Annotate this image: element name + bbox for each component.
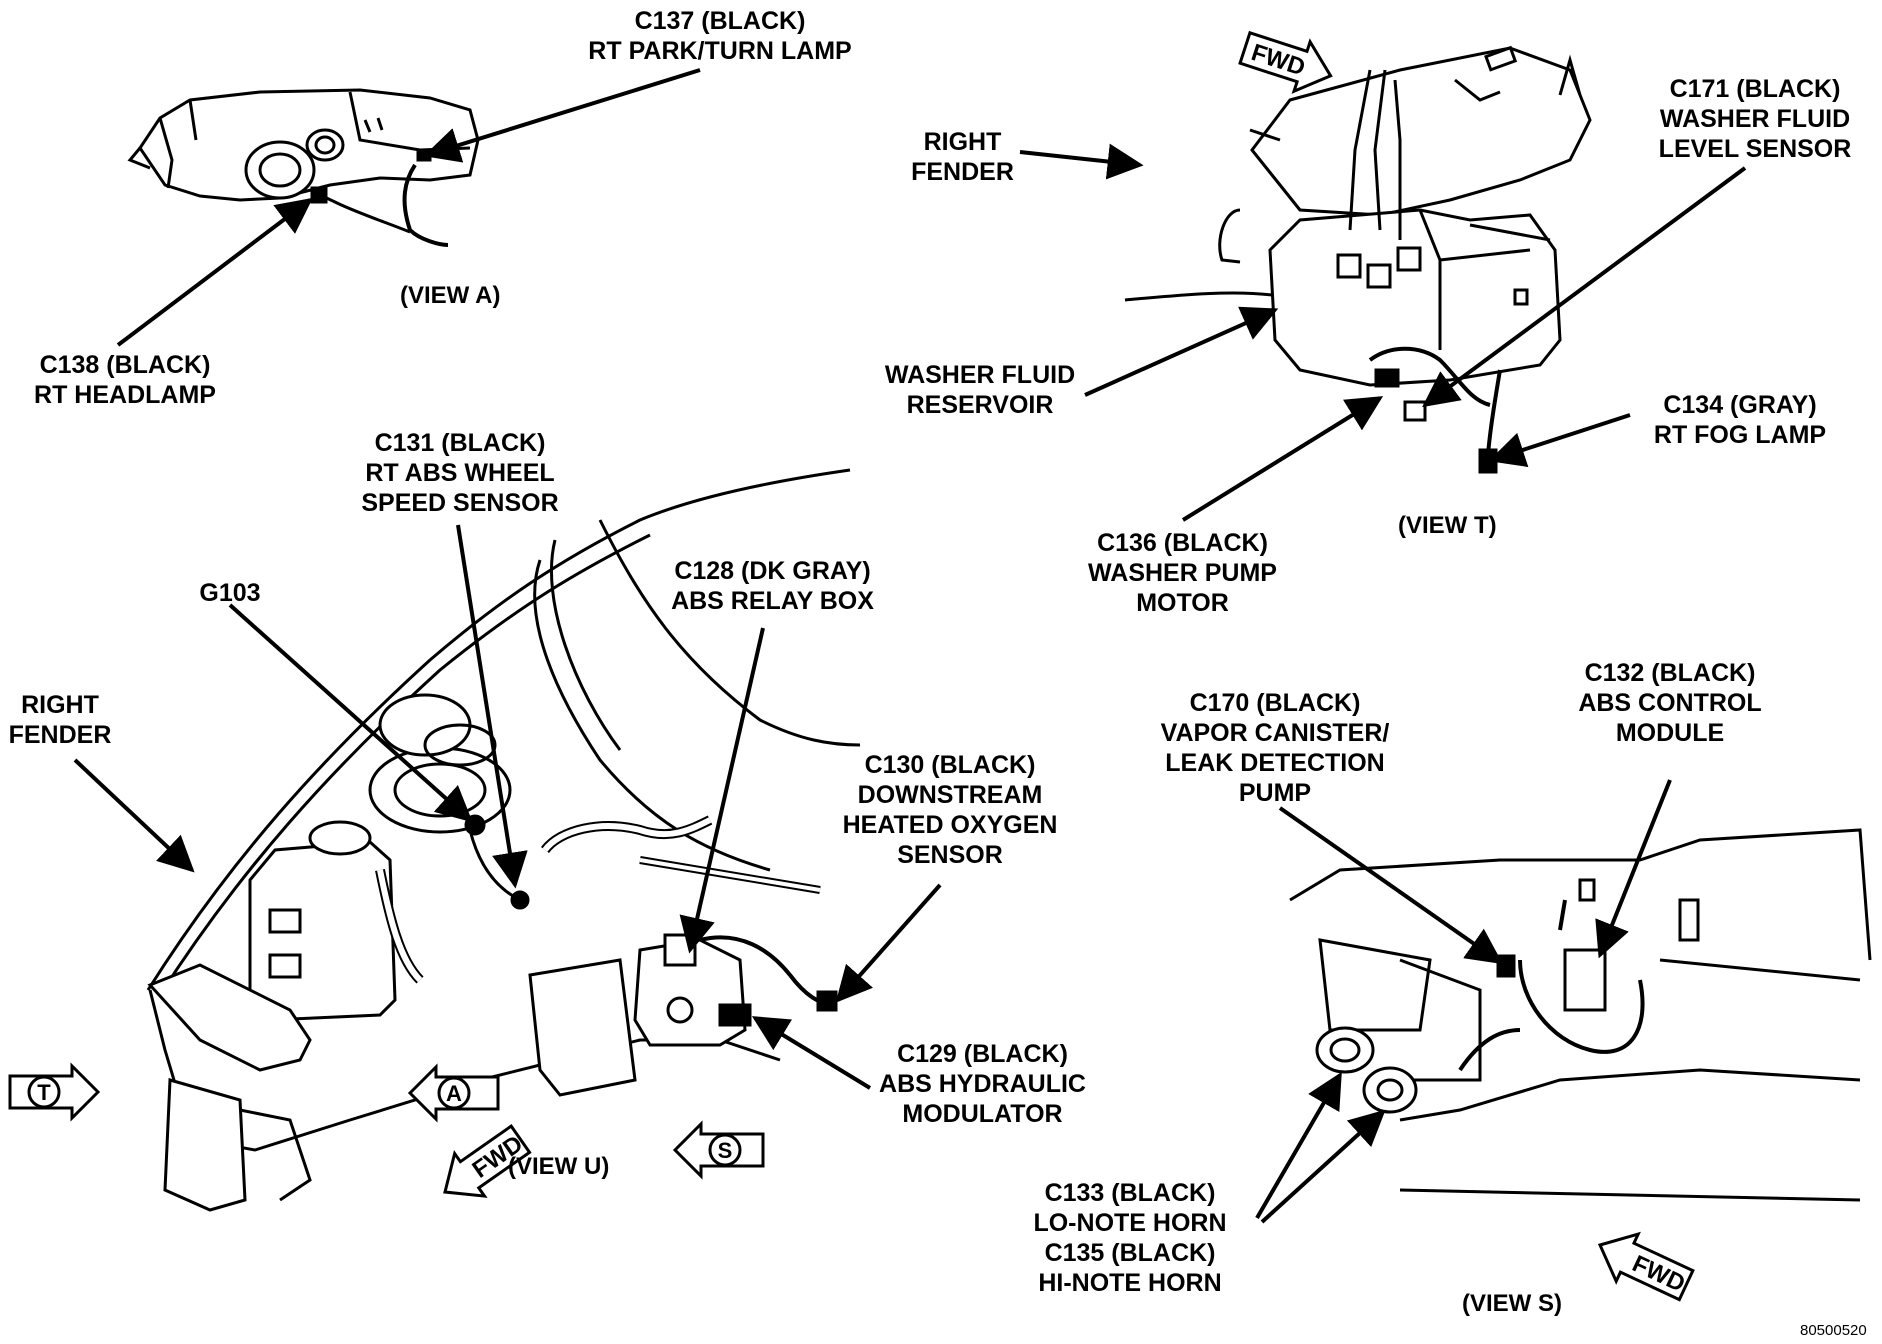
leader-c129 [751,1016,872,1090]
label-c131-line1: C131 (BLACK) [374,429,546,457]
label-washer-reservoir: WASHER FLUID RESERVOIR [875,360,1085,420]
leader-g103 [228,603,473,823]
label-right-fender-u-line2: FENDER [8,721,112,749]
view-marker-a-letter: A [446,1081,462,1106]
label-c136-line2: WASHER PUMP [1088,559,1277,587]
label-c136-line1: C136 (BLACK) [1097,529,1268,557]
label-right-fender-u: RIGHT FENDER [0,690,120,750]
label-c134: C134 (GRAY) RT FOG LAMP [1625,390,1855,450]
label-c134-line2: RT FOG LAMP [1653,421,1827,449]
label-c128-line2: ABS RELAY BOX [671,587,874,615]
label-c171-line3: LEVEL SENSOR [1658,135,1852,163]
label-c137-line1: C137 (BLACK) [634,7,806,35]
label-c132: C132 (BLACK) ABS CONTROL MODULE [1555,658,1785,748]
label-c171: C171 (BLACK) WASHER FLUID LEVEL SENSOR [1640,74,1870,164]
label-c134-line1: C134 (GRAY) [1663,391,1817,419]
view-u-caption: (VIEW U) [508,1153,610,1180]
leader-c134 [1488,413,1631,468]
leader-c131 [456,524,528,889]
label-c133-line2: LO-NOTE HORN [1033,1209,1227,1237]
view-marker-t-letter: T [37,1080,51,1105]
leader-right-fender-u [73,758,195,873]
label-washer-reservoir-line2: RESERVOIR [906,391,1054,419]
label-c133-line1: C133 (BLACK) [1044,1179,1216,1207]
leader-c171 [1422,166,1747,408]
view-marker-a: A [407,1063,500,1123]
label-c133-c135: C133 (BLACK) LO-NOTE HORN C135 (BLACK) H… [1015,1178,1245,1298]
label-c130-line1: C130 (BLACK) [864,751,1036,779]
label-right-fender-u-line1: RIGHT [21,691,99,719]
leader-c137 [423,68,701,163]
label-c131-line3: SPEED SENSOR [361,489,559,517]
label-c138: C138 (BLACK) RT HEADLAMP [10,350,240,410]
label-c130-line3: HEATED OXYGEN [842,811,1058,839]
abs-module-area-drawing [1289,828,1872,1202]
label-c128-line1: C128 (DK GRAY) [674,557,871,585]
view-marker-s-letter: S [718,1138,733,1163]
leader-c135 [1260,1109,1386,1224]
label-c130-line4: SENSOR [897,841,1003,869]
label-washer-reservoir-line1: WASHER FLUID [884,361,1076,389]
label-c170-line2: VAPOR CANISTER/ [1160,719,1390,747]
leader-c133 [1255,1071,1342,1220]
label-c132-line2: ABS CONTROL [1578,689,1762,717]
label-right-fender-t: RIGHT FENDER [895,127,1030,187]
label-c129: C129 (BLACK) ABS HYDRAULIC MODULATOR [860,1039,1105,1129]
label-c137-line2: RT PARK/TURN LAMP [588,37,852,65]
label-c138-line1: C138 (BLACK) [39,351,211,379]
label-c132-line1: C132 (BLACK) [1584,659,1756,687]
label-c128: C128 (DK GRAY) ABS RELAY BOX [650,556,895,616]
label-right-fender-t-line1: RIGHT [923,128,1002,156]
label-c130-line2: DOWNSTREAM [857,781,1043,809]
fwd-arrow-view-t: FWD [1238,30,1333,94]
label-c136-line3: MOTOR [1136,589,1229,617]
label-c129-line2: ABS HYDRAULIC [879,1070,1086,1098]
label-c170: C170 (BLACK) VAPOR CANISTER/ LEAK DETECT… [1140,688,1410,808]
label-c171-line1: C171 (BLACK) [1669,75,1841,103]
view-t-caption: (VIEW T) [1398,512,1497,539]
label-c170-line1: C170 (BLACK) [1189,689,1361,717]
label-c135-line2: HI-NOTE HORN [1038,1269,1222,1297]
leader-washer-reservoir [1084,306,1279,397]
fwd-arrow-view-s: FWD [1597,1231,1695,1302]
label-c171-line2: WASHER FLUID [1659,105,1851,133]
label-c130: C130 (BLACK) DOWNSTREAM HEATED OXYGEN SE… [820,750,1080,870]
label-g103: G103 [199,579,261,607]
engine-compartment-drawing [146,468,861,1212]
leader-c130 [835,883,942,1003]
view-a-caption: (VIEW A) [400,282,501,309]
label-c170-line3: LEAK DETECTION [1165,749,1385,777]
label-c135-line1: C135 (BLACK) [1044,1239,1216,1267]
headlamp-assembly-drawing [127,88,480,247]
washer-reservoir-drawing [1124,45,1592,474]
label-right-fender-t-line2: FENDER [911,158,1014,186]
leader-c138 [116,197,313,347]
label-c170-line4: PUMP [1238,779,1312,807]
label-c131: C131 (BLACK) RT ABS WHEEL SPEED SENSOR [340,428,580,518]
leader-arrows [73,68,1747,1224]
view-s-caption: (VIEW S) [1462,1290,1562,1317]
view-marker-s: S [672,1120,765,1180]
label-c136: C136 (BLACK) WASHER PUMP MOTOR [1065,528,1300,618]
leader-c132 [1595,779,1672,959]
label-c138-line2: RT HEADLAMP [34,381,216,409]
label-c132-line3: MODULE [1615,719,1725,747]
view-marker-t: T [8,1062,101,1122]
label-c137: C137 (BLACK) RT PARK/TURN LAMP [560,6,880,66]
label-c131-line2: RT ABS WHEEL [365,459,555,487]
leader-c128 [679,627,765,954]
leader-c136 [1181,396,1384,522]
leader-right-fender-t [1019,143,1144,180]
label-c129-line3: MODULATOR [902,1100,1063,1128]
leader-c170 [1278,806,1503,965]
label-c129-line1: C129 (BLACK) [897,1040,1068,1068]
figure-number: 80500520 [1800,1322,1867,1339]
